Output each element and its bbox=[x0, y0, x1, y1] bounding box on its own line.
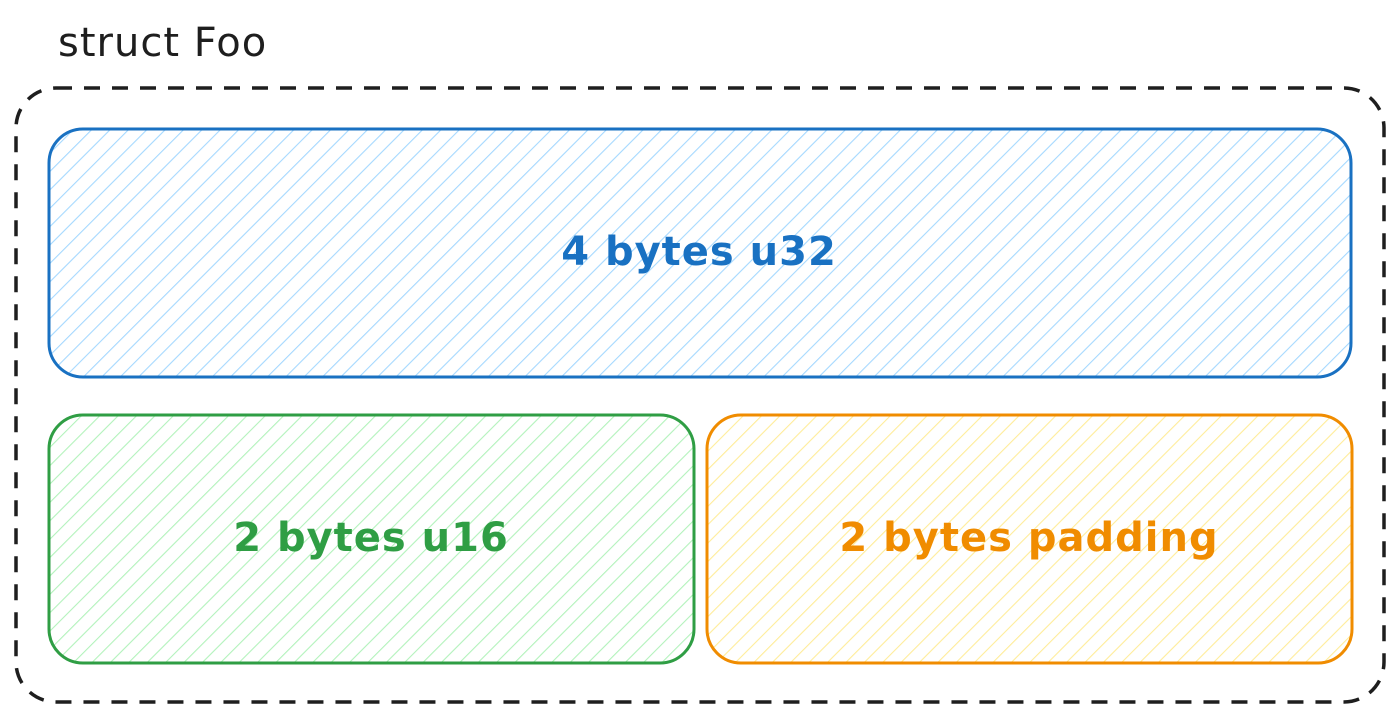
struct-title: struct Foo bbox=[58, 20, 268, 66]
field-label-u32: 4 bytes u32 bbox=[561, 229, 837, 275]
field-box-u32 bbox=[47, 127, 1353, 379]
field-label-padding: 2 bytes padding bbox=[839, 515, 1219, 561]
field-label-u16: 2 bytes u16 bbox=[233, 515, 509, 561]
field-box-u16 bbox=[47, 413, 696, 665]
field-box-padding bbox=[705, 413, 1354, 665]
struct-boundary bbox=[14, 86, 1386, 704]
